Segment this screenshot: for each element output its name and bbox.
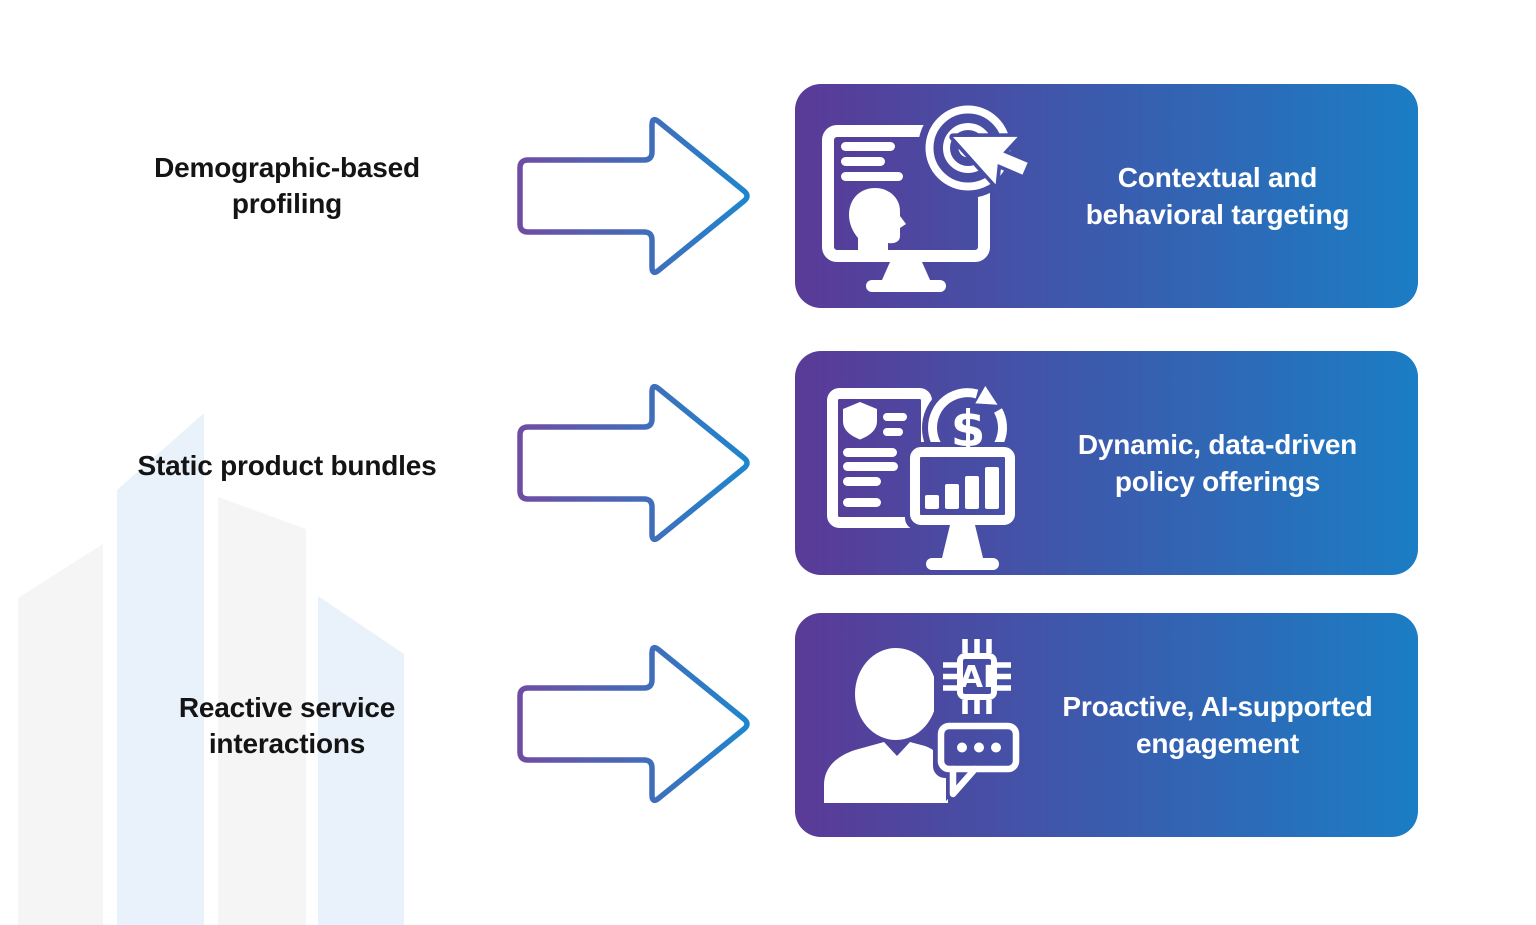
arrow-right-icon [517, 116, 750, 276]
label-line: profiling [231, 188, 343, 219]
card-text-line: behavioral targeting [1085, 199, 1350, 230]
card-text: Proactive, AI-supported engagement [1035, 613, 1400, 837]
ai-chip-label: AI [960, 660, 994, 695]
card-text: Dynamic, data-driven policy offerings [1035, 351, 1400, 575]
card-proactive-engagement: AI Proactive, AI-supported engagement [795, 613, 1418, 837]
label-line: Reactive service [178, 692, 396, 723]
label-line: interactions [208, 728, 366, 759]
label-static-bundles: Static product bundles [77, 448, 497, 484]
buildings-watermark [18, 413, 404, 925]
card-text-line: policy offerings [1114, 466, 1321, 497]
card-text: Contextual and behavioral targeting [1035, 84, 1400, 308]
label-line: Demographic-based [154, 152, 420, 183]
arrow-right-icon [517, 644, 750, 804]
card-text-line: Contextual and [1117, 162, 1318, 193]
card-text-line: Dynamic, data-driven [1077, 429, 1358, 460]
label-line: Static product bundles [137, 450, 437, 481]
arrow-right-icon [517, 383, 750, 543]
document-shield-dollar-chart-icon: $ [827, 386, 1015, 570]
card-text-line: Proactive, AI-supported [1062, 691, 1373, 722]
card-contextual-targeting: Contextual and behavioral targeting [795, 84, 1418, 308]
label-reactive-service: Reactive service interactions [77, 690, 497, 762]
label-demographic-profiling: Demographic-based profiling [77, 150, 497, 222]
monitor-target-cursor-icon [822, 105, 1028, 292]
card-dynamic-offerings: $ Dynamic, data-driven policy offerings [795, 351, 1418, 575]
card-text-line: engagement [1136, 728, 1299, 759]
person-ai-chip-chat-icon: AI [824, 639, 1020, 803]
